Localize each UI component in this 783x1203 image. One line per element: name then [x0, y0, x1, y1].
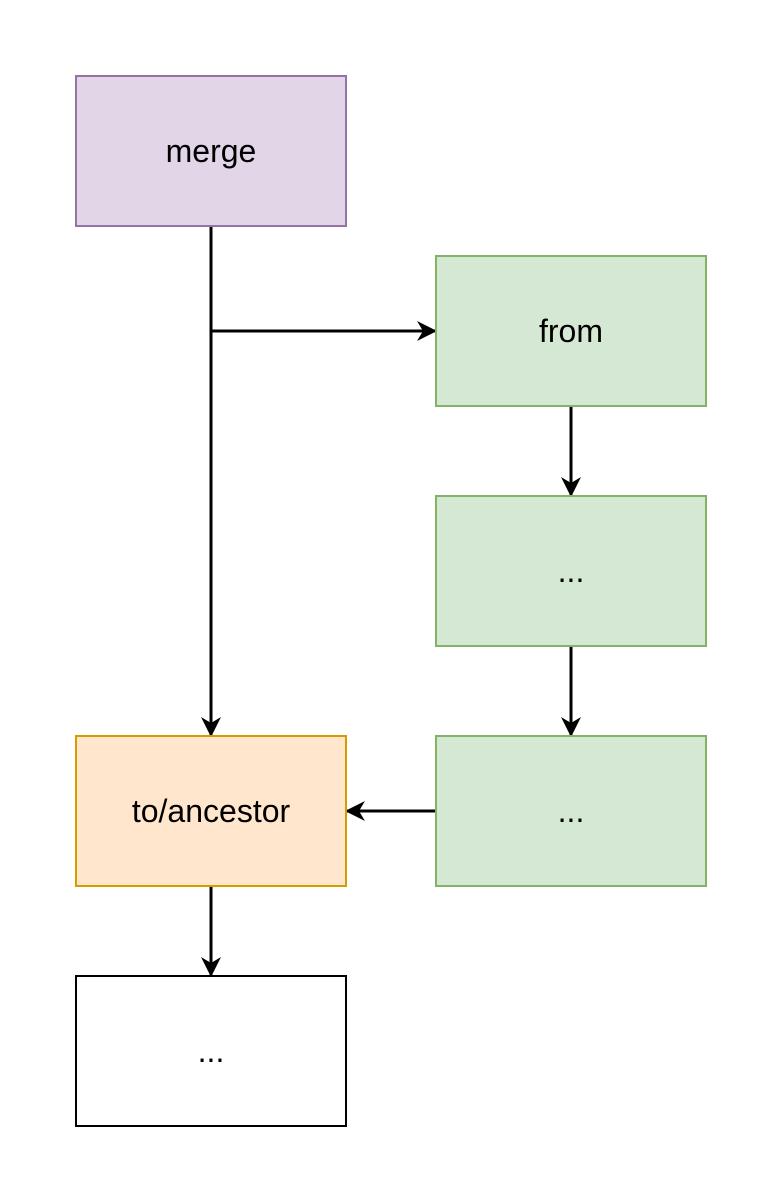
node-mid1: ...: [435, 495, 707, 647]
node-below: ...: [75, 975, 347, 1127]
node-mid1-label: ...: [558, 553, 585, 589]
node-from-box: [435, 255, 707, 407]
edges: [201, 227, 581, 977]
node-merge: merge: [75, 75, 347, 227]
node-mid2-label: ...: [558, 793, 585, 829]
node-from-label: from: [539, 313, 603, 349]
node-merge-label: merge: [166, 133, 257, 169]
node-mid2: ...: [435, 735, 707, 887]
node-mid2-box: [435, 735, 707, 887]
node-ancestor-label: to/ancestor: [132, 793, 291, 829]
node-from: from: [435, 255, 707, 407]
node-ancestor: to/ancestor: [75, 735, 347, 887]
node-mid1-box: [435, 495, 707, 647]
node-ancestor-box: [75, 735, 347, 887]
node-below-label: ...: [198, 1033, 225, 1069]
node-below-box: [75, 975, 347, 1127]
node-merge-box: [75, 75, 347, 227]
